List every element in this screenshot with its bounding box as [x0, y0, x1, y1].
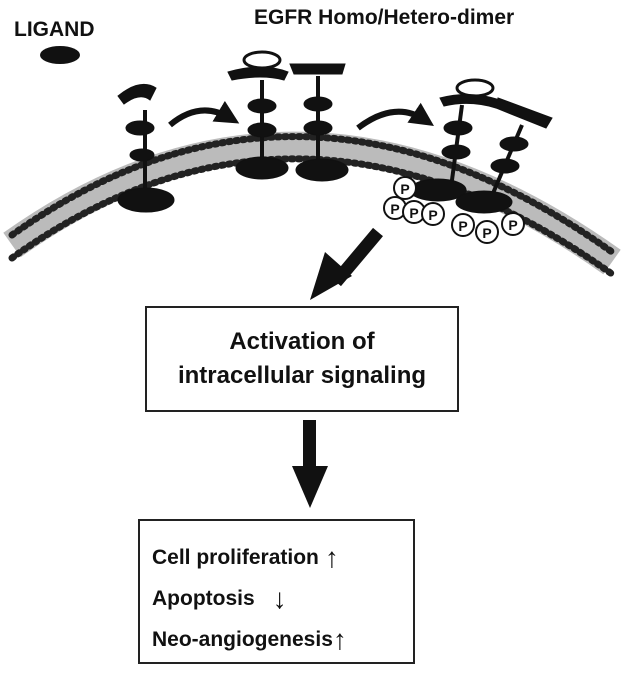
arrow-icon: [292, 420, 328, 508]
signaling-line-2: intracellular signaling: [177, 362, 427, 389]
outcome-proliferation: Cell proliferation ↑: [152, 537, 413, 578]
phosphate-label: P: [409, 205, 418, 221]
phosphate-circle-icon: P: [451, 213, 475, 237]
phosphate-label: P: [458, 218, 467, 234]
binding-arrow-1: [168, 100, 240, 128]
outcome-label: Apoptosis: [152, 586, 255, 610]
phosphate-label: P: [508, 217, 517, 233]
ligand-ellipse-icon: [40, 46, 80, 64]
egfr-dimer: [227, 50, 349, 182]
arrow-up-icon: ↑: [324, 541, 339, 573]
phosphate-label: P: [482, 225, 491, 241]
outcome-label: Neo-angiogenesis: [152, 627, 333, 651]
arrow-icon: [310, 227, 383, 300]
cell-membrane: [3, 131, 621, 278]
outcome-angiogenesis: Neo-angiogenesis ↑: [152, 619, 413, 660]
phosphate-circle-icon: P: [475, 220, 499, 244]
phosphate-label: P: [428, 207, 437, 223]
arrow-up-icon: ↑: [332, 623, 347, 655]
outcome-label: Cell proliferation: [152, 545, 319, 569]
arrow-down-icon: ↓: [272, 582, 287, 614]
phosphate-label: P: [400, 181, 409, 197]
phosphate-groups: P P P P P P P: [383, 176, 525, 244]
egfr-dimer-phosphorylated: [409, 78, 553, 214]
phosphate-circle-icon: P: [393, 176, 417, 200]
phosphate-circle-icon: P: [421, 202, 445, 226]
signaling-line-1: Activation of: [229, 328, 375, 355]
phosphorylation-arrow: [356, 102, 434, 131]
signaling-box: Activation of intracellular signaling: [145, 306, 459, 412]
outcome-apoptosis: Apoptosis ↓: [152, 578, 413, 619]
phosphate-label: P: [390, 201, 399, 217]
outcome-box: Cell proliferation ↑ Apoptosis ↓ Neo-ang…: [138, 519, 415, 664]
phosphate-circle-icon: P: [501, 212, 525, 236]
egfr-monomer: [117, 83, 175, 213]
ligand-label: LIGAND: [14, 18, 95, 41]
dimer-label: EGFR Homo/Hetero-dimer: [254, 6, 515, 29]
